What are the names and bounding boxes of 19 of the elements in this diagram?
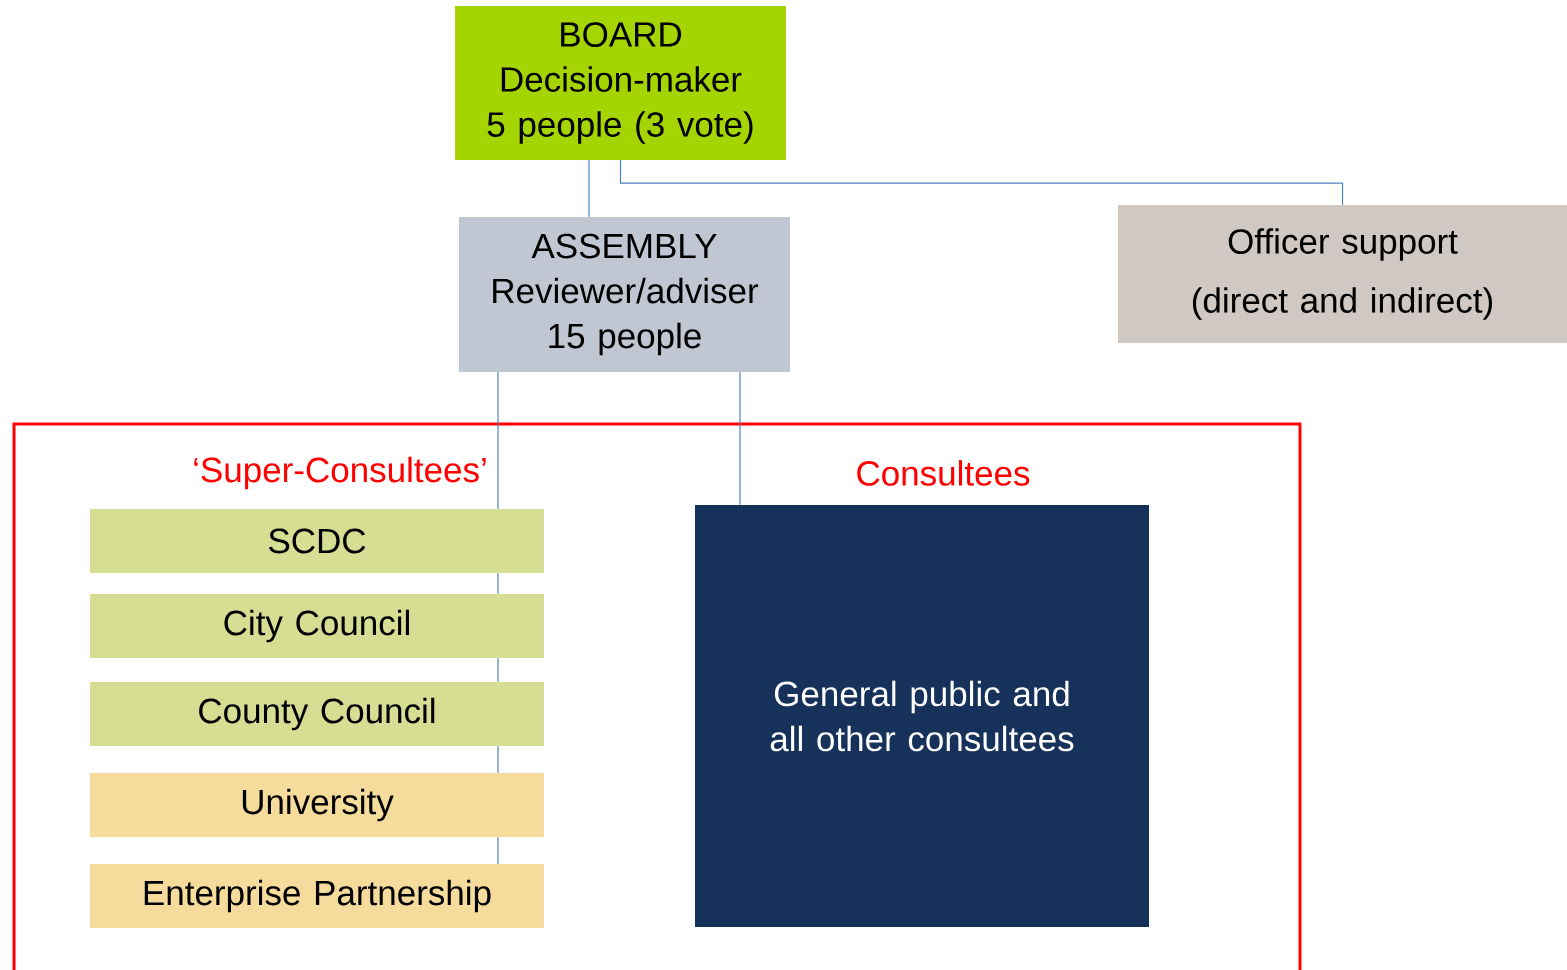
assembly-box: ASSEMBLY Reviewer/adviser 15 people: [459, 217, 790, 372]
connector-line: [497, 371, 499, 510]
connector-line: [497, 657, 499, 683]
council-box: SCDC: [90, 509, 544, 573]
council-box: County Council: [90, 682, 544, 746]
connector-line: [588, 159, 590, 218]
group-frame: [12, 422, 1302, 970]
connector-line: [739, 371, 741, 506]
board-box: BOARD Decision-maker 5 people (3 vote): [455, 6, 786, 160]
consultees-box: General public and all other consultees: [695, 505, 1149, 927]
group-heading: ‘Super-Consultees’: [194, 456, 486, 490]
connector-line: [497, 836, 499, 865]
connector-line: [497, 572, 499, 595]
partner-box: University: [90, 773, 544, 837]
officer-box: Officer support (direct and indirect): [1118, 205, 1567, 343]
connector-line: [619, 159, 1344, 206]
partner-box: Enterprise Partnership: [90, 864, 544, 928]
council-box: City Council: [90, 594, 544, 658]
connector-line: [497, 745, 499, 774]
